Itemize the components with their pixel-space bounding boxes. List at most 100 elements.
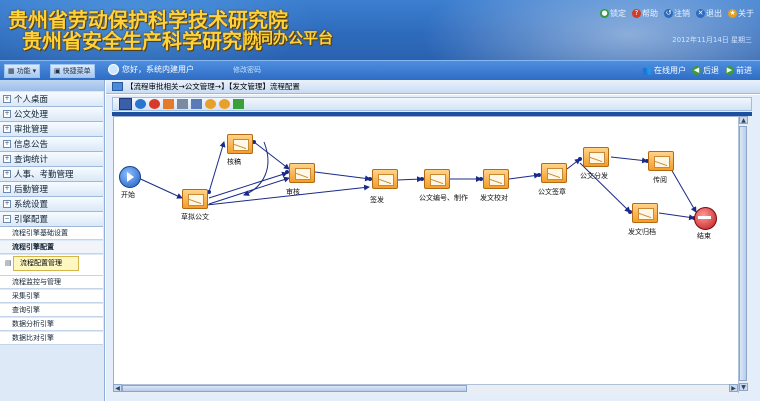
node-stamp-label: 公文签章: [538, 188, 566, 196]
change-password-link[interactable]: 修改密码: [233, 66, 261, 74]
top-toolbar: ▦功能▾ ▣快捷菜单 您好，系统内建用户 修改密码 👥在线用户 ◀后退 ▶前进: [0, 60, 760, 80]
sub-flow-base[interactable]: 流程引擎基础设置: [0, 227, 103, 240]
online-users-link[interactable]: 👥在线用户: [642, 66, 686, 75]
node-draft[interactable]: [182, 189, 208, 209]
scroll-left-arrow[interactable]: ◀: [113, 384, 122, 392]
menu-notice[interactable]: +信息公告: [0, 137, 103, 152]
edge-review-audit: [253, 141, 290, 170]
designer-toolbar: [112, 97, 752, 111]
folder-icon: [112, 82, 123, 91]
end-label: 结束: [697, 232, 711, 240]
menu-document[interactable]: +公文处理: [0, 107, 103, 122]
expand-icon: +: [3, 125, 11, 133]
sub-compare-engine[interactable]: 数据比对引擎: [0, 332, 103, 345]
print-icon[interactable]: [177, 99, 188, 109]
link-about[interactable]: ★关于: [728, 9, 754, 18]
expand-icon: +: [3, 110, 11, 118]
expand-icon: +: [3, 140, 11, 148]
node-audit[interactable]: [289, 163, 315, 183]
menu-settings[interactable]: +系统设置: [0, 197, 103, 212]
lock-icon: ●: [600, 9, 609, 18]
sub-flow-monitor[interactable]: 流程监控与管理: [0, 276, 103, 289]
node-circulate[interactable]: [648, 151, 674, 171]
node-sign-label: 签发: [370, 196, 384, 204]
forward-link[interactable]: ▶前进: [725, 66, 752, 75]
platform-subtitle: 协同办公平台: [243, 29, 334, 47]
menu-hr[interactable]: +人事、考勤管理: [0, 167, 103, 182]
node-sign[interactable]: [372, 169, 398, 189]
stop-icon: [698, 216, 711, 219]
title-line2: 贵州省安全生产科学研究院: [22, 29, 262, 53]
about-icon: ★: [728, 9, 737, 18]
delete-icon[interactable]: [149, 99, 160, 109]
settings-icon[interactable]: [233, 99, 244, 109]
node-distribute-label: 公文分发: [580, 172, 608, 180]
scroll-up-arrow[interactable]: ▲: [739, 116, 748, 124]
node-audit-label: 审核: [286, 188, 300, 196]
link-help[interactable]: ?帮助: [632, 8, 658, 19]
node-proofread[interactable]: [483, 169, 509, 189]
link-lock[interactable]: ●锁定: [600, 9, 626, 18]
back-link[interactable]: ◀后退: [692, 66, 719, 75]
nav-right: 👥在线用户 ◀后退 ▶前进: [642, 65, 752, 76]
scroll-right-arrow[interactable]: ▶: [729, 384, 738, 392]
function-button[interactable]: ▦功能▾: [4, 64, 41, 78]
menu-query[interactable]: +查询统计: [0, 152, 103, 167]
node-number-label: 公文编号、制作: [419, 194, 468, 202]
node-circulate-label: 传阅: [653, 176, 667, 184]
sub-flow-engine[interactable]: 流程引擎配置: [0, 241, 103, 254]
run-icon[interactable]: [135, 99, 146, 109]
edge-distribute-circulate: [610, 156, 648, 164]
top-links: ●锁定 ?帮助 ↺注销 ✕退出 ★关于: [600, 8, 754, 19]
collapse-icon: −: [3, 215, 11, 223]
link-logout[interactable]: ↺注销: [664, 9, 690, 18]
edge-start-draft: [133, 175, 183, 199]
horizontal-scroll-thumb[interactable]: [122, 385, 467, 392]
shortcut-menu-button[interactable]: ▣快捷菜单: [50, 64, 95, 78]
scroll-down-arrow[interactable]: ▼: [739, 383, 748, 391]
node-archive-label: 发文归档: [628, 228, 656, 236]
export-icon[interactable]: [191, 99, 202, 109]
node-review[interactable]: [227, 134, 253, 154]
user-icon: [108, 64, 119, 75]
node-distribute[interactable]: [583, 147, 609, 167]
image-icon[interactable]: [163, 99, 174, 109]
save-icon[interactable]: [119, 98, 132, 110]
shortcut-icon: ▣: [54, 67, 61, 75]
link-exit[interactable]: ✕退出: [696, 9, 722, 18]
menu-personal-desktop[interactable]: +个人桌面: [0, 92, 103, 107]
undo-icon[interactable]: [205, 99, 216, 109]
header-banner: 贵州省劳动保护科学技术研究院 贵州省安全生产科学研究院 协同办公平台 ●锁定 ?…: [0, 0, 760, 60]
vertical-scroll-thumb[interactable]: [739, 126, 747, 381]
user-greeting: 您好，系统内建用户: [108, 64, 194, 75]
node-number[interactable]: [424, 169, 450, 189]
menu-engine[interactable]: −引擎配置: [0, 212, 103, 227]
node-stamp[interactable]: [541, 163, 567, 183]
expand-icon: +: [3, 200, 11, 208]
expand-icon: +: [3, 185, 11, 193]
chevron-down-icon: ▾: [32, 67, 37, 75]
flow-config-manager-item[interactable]: 流程配置管理: [13, 256, 79, 271]
sub-analysis-engine[interactable]: 数据分析引擎: [0, 318, 103, 331]
designer-header-bar: [112, 112, 752, 116]
edge-draft-audit: [208, 171, 288, 199]
menu-logistics[interactable]: +后勤管理: [0, 182, 103, 197]
sub-query-engine[interactable]: 查询引擎: [0, 304, 103, 317]
current-date: 2012年11月14日 星期三: [672, 36, 752, 44]
redo-icon[interactable]: [219, 99, 230, 109]
back-icon: ◀: [692, 66, 701, 75]
logout-icon: ↺: [664, 9, 673, 18]
sub-collect-engine[interactable]: 采集引擎: [0, 290, 103, 303]
menu-approval[interactable]: +审批管理: [0, 122, 103, 137]
node-draft-label: 草拟公文: [181, 213, 209, 221]
edge-distribute-archive: [579, 162, 631, 213]
flow-canvas[interactable]: 开始 结束 草拟公文 核稿 审核 签发 公文编号、制作 发文校对 公文签章 公文…: [113, 116, 740, 386]
edge-archive-end: [658, 212, 695, 221]
play-icon: [127, 172, 134, 182]
edge-draft-sign: [188, 184, 370, 208]
edge-circulate-end: [670, 168, 697, 213]
expand-icon: +: [3, 170, 11, 178]
breadcrumb: 【流程审批相关→公文管理→】【发文管理】流程配置: [106, 80, 760, 94]
title-line1: 贵州省劳动保护科学技术研究院: [8, 8, 288, 32]
node-archive[interactable]: [632, 203, 658, 223]
